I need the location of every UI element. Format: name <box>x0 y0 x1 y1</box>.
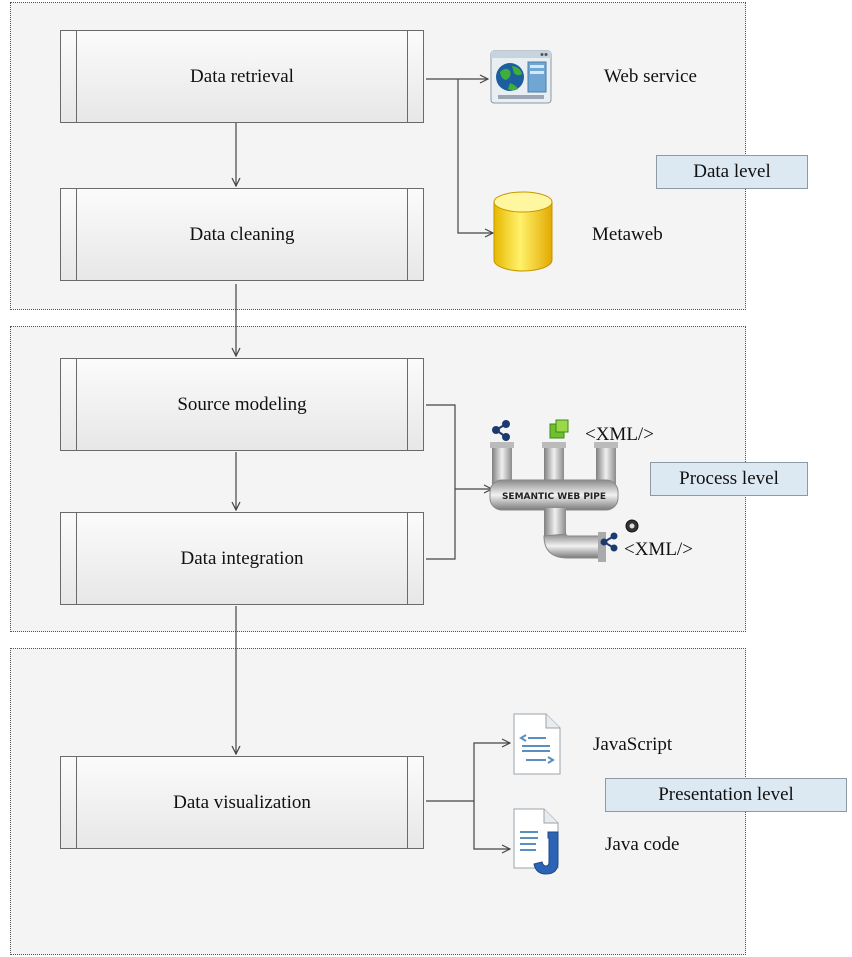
xml-output-label: <XML/> <box>624 539 693 560</box>
line-from-source-modeling <box>426 404 456 560</box>
javascript-file-icon <box>513 713 561 775</box>
javascript-label: JavaScript <box>593 734 673 755</box>
arrow-to-metaweb <box>457 79 493 233</box>
database-icon <box>493 191 553 272</box>
bar-left <box>61 31 77 122</box>
arrow-to-java-code <box>473 801 510 849</box>
web-service-icon <box>490 50 552 104</box>
source-modeling-box: Source modeling <box>60 358 424 451</box>
bar-left <box>61 189 77 280</box>
data-integration-label: Data integration <box>180 547 304 569</box>
data-cleaning-box: Data cleaning <box>60 188 424 281</box>
data-level-tag: Data level <box>656 155 808 189</box>
data-integration-box: Data integration <box>60 512 424 605</box>
metaweb-label: Metaweb <box>592 224 663 245</box>
bar-right <box>407 757 423 848</box>
data-visualization-box: Data visualization <box>60 756 424 849</box>
bar-right <box>407 31 423 122</box>
process-level-tag: Process level <box>650 462 808 496</box>
java-code-label: Java code <box>605 834 680 855</box>
presentation-level-tag: Presentation level <box>605 778 847 812</box>
bar-right <box>407 513 423 604</box>
pipe-label: SEMANTIC WEB PIPE <box>502 492 606 502</box>
xml-input-label: <XML/> <box>585 424 654 445</box>
bar-left <box>61 757 77 848</box>
data-cleaning-label: Data cleaning <box>189 223 295 245</box>
java-file-icon <box>513 808 559 875</box>
bar-right <box>407 359 423 450</box>
data-retrieval-label: Data retrieval <box>190 65 294 87</box>
web-service-label: Web service <box>604 66 697 87</box>
data-retrieval-box: Data retrieval <box>60 30 424 123</box>
data-visualization-label: Data visualization <box>173 791 311 813</box>
bar-right <box>407 189 423 280</box>
source-modeling-label: Source modeling <box>177 393 307 415</box>
semantic-web-pipe-icon: SEMANTIC WEB PIPE <box>489 419 639 562</box>
arrow-to-javascript <box>473 743 510 801</box>
bar-left <box>61 359 77 450</box>
bar-left <box>61 513 77 604</box>
